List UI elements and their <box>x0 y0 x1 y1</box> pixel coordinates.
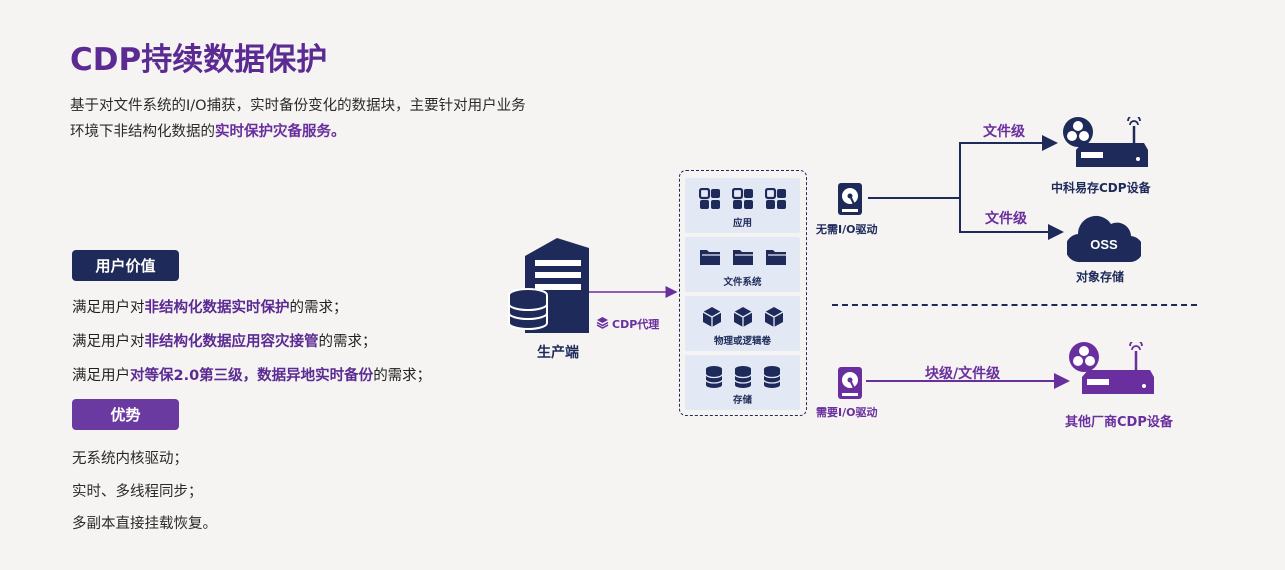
app-grid-icon <box>764 188 786 209</box>
bottom-link-label: 块级/文件级 <box>925 366 1001 382</box>
folder-icon <box>699 250 720 265</box>
user-value-heading: 用户价值 <box>72 250 179 281</box>
producer-label: 生产端 <box>537 345 579 361</box>
database-icon <box>762 366 781 388</box>
layer-label: 应用 <box>732 218 752 229</box>
server-icon <box>508 238 589 333</box>
intro-line-2-prefix: 环境下非结构化数据的 <box>70 124 215 140</box>
app-grid-icon <box>731 188 753 209</box>
agent-label: CDP代理 <box>612 318 660 331</box>
layer-label: 物理或逻辑卷 <box>713 336 771 347</box>
user-value-item: 满足用户对非结构化数据实时保护的需求； <box>72 300 348 316</box>
cube-icon <box>702 307 721 327</box>
intro-line-1: 基于对文件系统的I/O捕获，实时备份变化的数据块，主要针对用户业务 <box>70 98 526 114</box>
layer-filesystem: 文件系统 <box>685 237 800 292</box>
top-link-lower-label: 文件级 <box>985 211 1027 227</box>
advantage-item: 实时、多线程同步； <box>72 484 203 500</box>
user-value-item: 满足用户对等保2.0第三级，数据异地实时备份的需求； <box>72 368 432 384</box>
divider-line <box>832 304 1197 306</box>
layer-app: 应用 <box>685 178 800 233</box>
intro-line-2: 环境下非结构化数据的实时保护灾备服务。 <box>70 119 590 145</box>
top-link-lower-arrow <box>959 198 1064 240</box>
layer-label: 文件系统 <box>723 277 762 288</box>
top-device-label: 中科易存CDP设备 <box>1051 181 1151 195</box>
advantage-item: 无系统内核驱动； <box>72 451 188 467</box>
cube-icon <box>733 307 752 327</box>
top-link-upper-label: 文件级 <box>983 124 1025 140</box>
advantage-item: 多副本直接挂载恢复。 <box>72 516 217 532</box>
database-icon <box>704 366 723 388</box>
hard-drive-icon <box>838 183 862 215</box>
user-value-item: 满足用户对非结构化数据应用容灾接管的需求； <box>72 334 377 350</box>
folder-icon <box>765 250 786 265</box>
layers-icon <box>596 317 609 329</box>
app-grid-icon <box>698 188 720 209</box>
cdp-device-icon <box>1063 117 1148 167</box>
layer-volume: 物理或逻辑卷 <box>685 296 800 351</box>
page-title: CDP持续数据保护 <box>70 42 328 78</box>
folder-icon <box>732 250 753 265</box>
advantages-heading: 优势 <box>72 399 179 430</box>
bottom-device-label: 其他厂商CDP设备 <box>1065 415 1173 430</box>
other-cdp-device-icon <box>1069 342 1154 394</box>
layer-label: 存储 <box>732 395 752 406</box>
cube-icon <box>764 307 783 327</box>
intro-text: 基于对文件系统的I/O捕获，实时备份变化的数据块，主要针对用户业务 环境下非结构… <box>70 93 590 145</box>
oss-label: 对象存储 <box>1076 270 1125 284</box>
top-driver-label: 无需I/O驱动 <box>816 223 878 236</box>
layer-storage: 存储 <box>685 355 800 410</box>
system-stack: 应用 文件系统 物理或逻辑卷 存储 <box>679 170 807 416</box>
intro-highlight: 实时保护灾备服务。 <box>215 124 346 140</box>
cloud-icon: OSS <box>1067 215 1141 263</box>
hard-drive-icon <box>838 367 862 399</box>
oss-text: OSS <box>1090 237 1118 252</box>
database-icon <box>733 366 752 388</box>
bottom-driver-label: 需要I/O驱动 <box>816 406 878 419</box>
top-link-upper-arrow <box>868 135 1058 199</box>
